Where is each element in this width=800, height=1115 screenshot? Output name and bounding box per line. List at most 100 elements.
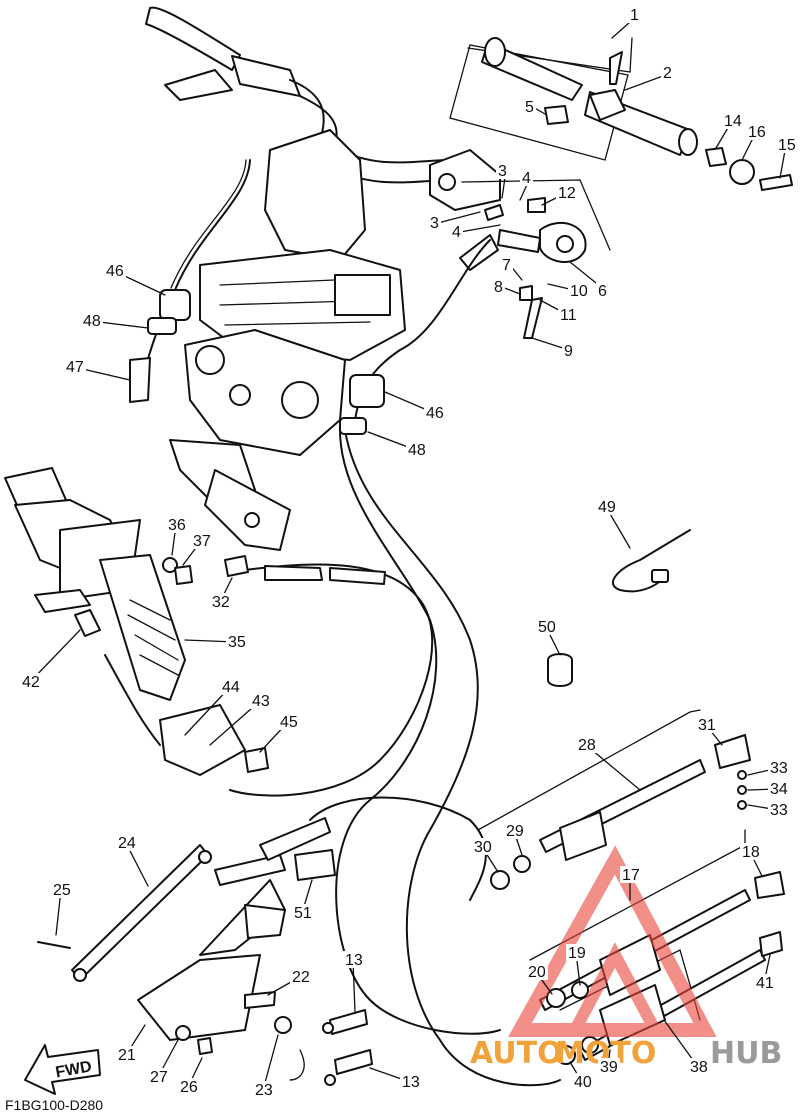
callout-label-bg [166, 516, 188, 533]
svg-text:HUB: HUB [710, 1036, 782, 1071]
callout-label: 19 [568, 945, 586, 962]
callout-label: 7 [502, 257, 511, 274]
callout-label-bg [406, 441, 428, 458]
callout-label: 36 [168, 517, 186, 534]
callout-label-bg [424, 404, 446, 421]
callout-label-bg [278, 713, 300, 730]
callout-label: 24 [118, 835, 136, 852]
callout-label: 49 [598, 499, 616, 516]
callout-label: 25 [53, 882, 71, 899]
callout-label-bg [562, 342, 575, 359]
callout-label: 29 [506, 823, 524, 840]
watermark-text: AUTO MOTO HUB [470, 1036, 782, 1071]
callout-label: 20 [528, 964, 546, 981]
callout-label-bg [428, 214, 441, 231]
leader-c4b [459, 224, 501, 233]
callout-label: 39 [600, 1059, 618, 1076]
callout-label-bg [536, 618, 558, 635]
callout-label: 1 [630, 7, 639, 24]
callout-label-bg [178, 1078, 200, 1095]
fwd-label: FWD [54, 1058, 93, 1081]
callout-labels: 1233445678910111213131415161718192021222… [20, 6, 798, 1099]
callout-label-bg [566, 944, 588, 961]
callout-label-bg [343, 951, 365, 968]
callout-label-bg [253, 1081, 275, 1098]
callout-label: 16 [748, 124, 766, 141]
callout-label-bg [740, 843, 762, 860]
callout-label: 33 [770, 760, 788, 777]
callout-label-bg [722, 112, 744, 129]
callout-label: 26 [180, 1079, 198, 1096]
callout-label-bg [661, 64, 674, 81]
callout-label-bg [620, 866, 642, 883]
callout-label: 38 [690, 1059, 708, 1076]
callout-label: 11 [560, 307, 577, 324]
lower-bracket-assembly [37, 844, 373, 1086]
callout-label: 51 [294, 905, 312, 922]
callout-label: 45 [280, 714, 298, 731]
callout-label: 9 [564, 343, 573, 360]
callout-label-bg [688, 1058, 710, 1075]
callout-label-bg [556, 184, 578, 201]
callout-label: 30 [474, 839, 492, 856]
callout-label: 4 [452, 224, 461, 241]
callout-label-bg [768, 759, 790, 776]
callout-label-bg [472, 838, 494, 855]
callout-label-bg [81, 312, 103, 329]
svg-text:AUTO: AUTO [470, 1036, 563, 1071]
callout-label: 48 [83, 313, 101, 330]
callout-label: 44 [222, 679, 240, 696]
callout-label: 35 [228, 634, 246, 651]
callout-label-bg [768, 801, 790, 818]
callout-label-bg [523, 98, 536, 115]
callout-label: 13 [402, 1074, 420, 1091]
callout-label-bg [292, 904, 314, 921]
callout-label: 37 [193, 533, 211, 550]
callout-label-bg [572, 1073, 594, 1090]
callout-label-bg [116, 834, 138, 851]
callout-label: 8 [494, 279, 503, 296]
callout-label: 14 [724, 113, 742, 130]
callout-label-bg [768, 780, 790, 797]
callout-label-bg [746, 123, 768, 140]
callout-label-bg [51, 881, 73, 898]
callout-label-bg [520, 169, 533, 186]
callout-label-bg [104, 262, 126, 279]
steering-handlebar-assembly [145, 6, 501, 551]
callout-label: 4 [522, 170, 531, 187]
callout-label: 22 [292, 969, 310, 986]
callout-label-bg [598, 1058, 620, 1075]
callout-label: 23 [255, 1082, 273, 1099]
callout-label-bg [526, 963, 548, 980]
callout-label-bg [400, 1073, 422, 1090]
callout-label-bg [558, 306, 580, 323]
leader-c13a [352, 959, 356, 1013]
callout-label: 6 [598, 283, 607, 300]
callout-label: 18 [742, 844, 760, 861]
callout-label: 17 [622, 867, 640, 884]
callout-label: 31 [698, 717, 716, 734]
callout-label-bg [576, 736, 598, 753]
callout-label: 40 [574, 1074, 592, 1091]
cable-fittings [129, 289, 386, 886]
cable-tie [612, 529, 691, 593]
callout-label: 28 [578, 737, 596, 754]
callout-label: 46 [106, 263, 124, 280]
leader-c23 [262, 1034, 279, 1091]
callout-label-bg [20, 673, 42, 690]
callout-label: 13 [345, 952, 363, 969]
callout-label: 42 [22, 674, 40, 691]
throttle-lever-assembly [459, 179, 611, 339]
callout-label-bg [568, 282, 590, 299]
callout-label: 41 [756, 975, 774, 992]
callout-label-bg [628, 6, 641, 23]
callout-label-bg [64, 358, 86, 375]
callout-label-bg [504, 822, 526, 839]
callout-label: 21 [118, 1047, 136, 1064]
callout-label: 15 [778, 137, 796, 154]
cables [104, 159, 561, 1087]
callout-label-bg [148, 1068, 170, 1085]
callout-label: 50 [538, 619, 556, 636]
callout-label: 47 [66, 359, 84, 376]
